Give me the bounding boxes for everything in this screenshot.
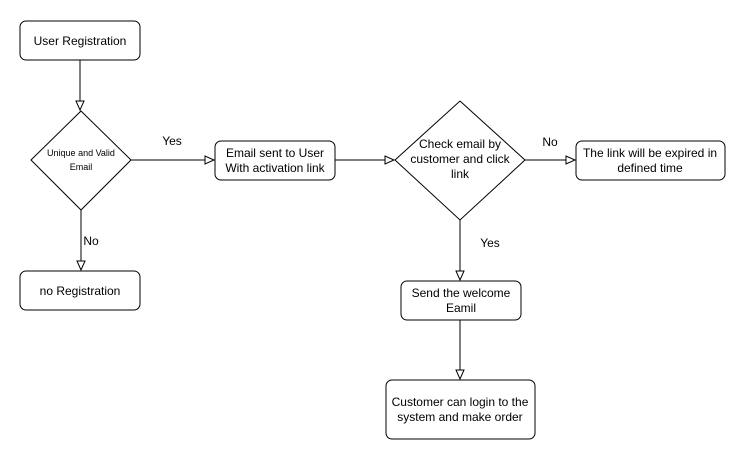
edge-label-unique-no: No: [83, 234, 99, 248]
node-no-registration[interactable]: no Registration: [19, 270, 141, 311]
edge-check-to-send-welcome: [455, 220, 465, 282]
edge-send-welcome-to-customer-login: [455, 320, 465, 381]
node-customer-login-label-line1: Customer can login to the: [392, 395, 529, 409]
edge-email-sent-to-check: [335, 155, 396, 165]
decision-check-email-label-line2: customer and click: [410, 152, 510, 166]
edge-unique-to-email-sent: [131, 155, 216, 165]
decision-unique-valid-email-label-line1: Unique and Valid: [47, 148, 115, 158]
edge-label-check-no: No: [542, 135, 558, 149]
edge-label-unique-yes: Yes: [162, 134, 182, 148]
decision-unique-valid-email-label-line2: Email: [70, 162, 93, 172]
decision-check-email-label-line1: Check email by: [419, 137, 501, 151]
node-send-welcome-label-line2: Eamil: [446, 301, 476, 315]
node-email-sent[interactable]: Email sent to User With activation link: [214, 140, 336, 181]
decision-unique-valid-email[interactable]: Unique and Valid Email: [30, 110, 132, 211]
edge-check-to-link-expired: [525, 155, 577, 165]
edge-unique-to-no-registration: [76, 210, 86, 272]
edge-registration-to-unique: [75, 60, 85, 112]
node-user-registration[interactable]: User Registration: [19, 20, 141, 61]
node-link-expired-label-line1: The link will be expired in: [583, 146, 717, 160]
decision-check-email[interactable]: Check email by customer and click link: [394, 100, 526, 221]
node-link-expired-label-line2: defined time: [617, 161, 683, 175]
node-email-sent-label-line2: With activation link: [225, 161, 325, 175]
decision-check-email-label-line3: link: [451, 167, 470, 181]
node-user-registration-label: User Registration: [34, 34, 127, 48]
node-customer-login-label-line2: system and make order: [397, 410, 522, 424]
node-email-sent-label-line1: Email sent to User: [226, 146, 324, 160]
node-no-registration-label: no Registration: [40, 284, 121, 298]
node-send-welcome[interactable]: Send the welcome Eamil: [400, 280, 522, 321]
node-customer-login[interactable]: Customer can login to the system and mak…: [385, 379, 536, 440]
node-link-expired[interactable]: The link will be expired in defined time: [575, 140, 726, 181]
node-send-welcome-label-line1: Send the welcome: [412, 286, 511, 300]
edge-label-check-yes: Yes: [480, 236, 500, 250]
